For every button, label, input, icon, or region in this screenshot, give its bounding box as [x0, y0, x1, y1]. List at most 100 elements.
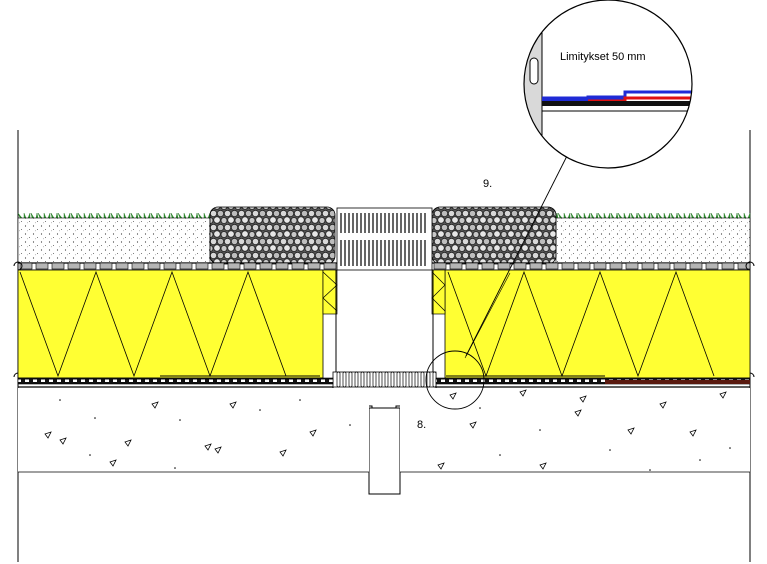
mat-dimple	[721, 262, 735, 270]
mat-dimple	[179, 262, 193, 270]
drain-flange	[332, 371, 437, 388]
mat-dimple	[497, 262, 511, 270]
grass-blades	[17, 212, 211, 219]
callout-magnifier	[523, 0, 693, 169]
aggregate-dot	[649, 469, 651, 471]
aggregate-dot	[349, 424, 351, 426]
mat-dimple	[465, 262, 479, 270]
mat-dimple	[131, 262, 145, 270]
aggregate-mark	[539, 462, 547, 470]
callout-text: Limitykset 50 mm	[560, 51, 646, 63]
mat-dimple	[625, 262, 639, 270]
detail-circle	[425, 350, 485, 410]
mat-dimple	[705, 262, 719, 270]
mat-dimple	[449, 262, 463, 270]
aggregate-mark	[437, 462, 445, 470]
aggregate-mark	[689, 429, 697, 437]
insulation-right	[444, 269, 751, 379]
aggregate-mark	[59, 437, 67, 445]
aggregate-mark	[279, 449, 287, 457]
aggregate-mark	[109, 459, 117, 467]
mat-dimple	[323, 262, 337, 270]
mat-dimple	[529, 262, 543, 270]
mat-dimple	[291, 262, 305, 270]
mat-dimple	[147, 262, 161, 270]
mat-dimple	[433, 262, 447, 270]
mat-dimple	[211, 262, 225, 270]
mat-dimple	[115, 262, 129, 270]
drain-grate	[336, 207, 433, 271]
flange-rib	[384, 371, 389, 388]
mat-dimple	[83, 262, 97, 270]
flange-rib	[432, 371, 437, 388]
mat-dimple	[67, 262, 81, 270]
grass-layer	[17, 212, 751, 219]
insulation-left	[17, 269, 324, 379]
label-9: 9.	[483, 178, 492, 190]
flange-rib	[354, 371, 359, 388]
mat-dimple	[19, 262, 33, 270]
flange-rib	[378, 371, 383, 388]
mat-dimple	[227, 262, 241, 270]
aggregate-dot	[299, 399, 301, 401]
deck-membrane	[17, 375, 751, 388]
aggregate-mark	[229, 401, 237, 409]
mat-dimple	[609, 262, 623, 270]
aggregate-mark	[627, 427, 635, 435]
mat-dimple	[307, 262, 321, 270]
flange-rib	[342, 371, 347, 388]
mat-dimple	[243, 262, 257, 270]
mat-dimple	[195, 262, 209, 270]
flange-rib	[396, 371, 401, 388]
label-8: 8.	[417, 419, 426, 431]
aggregate-mark	[579, 395, 587, 403]
aggregate-dot	[479, 407, 481, 409]
flange-rib	[420, 371, 425, 388]
aggregate-mark	[204, 443, 212, 451]
aggregate-dot	[94, 417, 96, 419]
aggregate-dot	[174, 467, 176, 469]
mat-dimple	[163, 262, 177, 270]
aggregate-mark	[719, 391, 727, 399]
aggregate-dot	[179, 419, 181, 421]
mat-dimple	[577, 262, 591, 270]
aggregate-dot	[609, 449, 611, 451]
mat-dimple	[593, 262, 607, 270]
concrete-slab	[18, 388, 750, 473]
drain-insulation-blocks	[322, 269, 446, 315]
aggregate-dot	[539, 429, 541, 431]
mat-dimple	[737, 262, 751, 270]
flange-rib	[348, 371, 353, 388]
mat-dimple	[259, 262, 273, 270]
mat-dimple	[35, 262, 49, 270]
aggregate-dot	[259, 409, 261, 411]
mat-dimple	[689, 262, 703, 270]
aggregate-dot	[89, 454, 91, 456]
mat-dimple	[275, 262, 289, 270]
aggregate-mark	[659, 401, 667, 409]
aggregate-dot	[499, 454, 501, 456]
insulation-zigzag-line	[447, 270, 715, 378]
flange-rib	[426, 371, 431, 388]
aggregate-mark	[214, 446, 222, 454]
soil-layer-right	[555, 217, 751, 264]
grass-blades	[555, 212, 751, 219]
aggregate-mark	[449, 392, 457, 400]
mat-dimple	[641, 262, 655, 270]
aggregate-mark	[44, 431, 52, 439]
flange-rib	[408, 371, 413, 388]
aggregate-mark	[151, 401, 159, 409]
insulation-zigzag	[19, 270, 715, 378]
flange-rib	[360, 371, 365, 388]
pointer-line-9	[464, 272, 511, 359]
flange-rib	[414, 371, 419, 388]
aggregate-mark	[309, 429, 317, 437]
mat-dimple	[673, 262, 687, 270]
mat-dimple	[657, 262, 671, 270]
flange-rib	[390, 371, 395, 388]
flange-rib	[402, 371, 407, 388]
mat-dimple	[481, 262, 495, 270]
soil-layer-left	[17, 217, 211, 264]
insulation-zigzag-line	[19, 270, 287, 378]
